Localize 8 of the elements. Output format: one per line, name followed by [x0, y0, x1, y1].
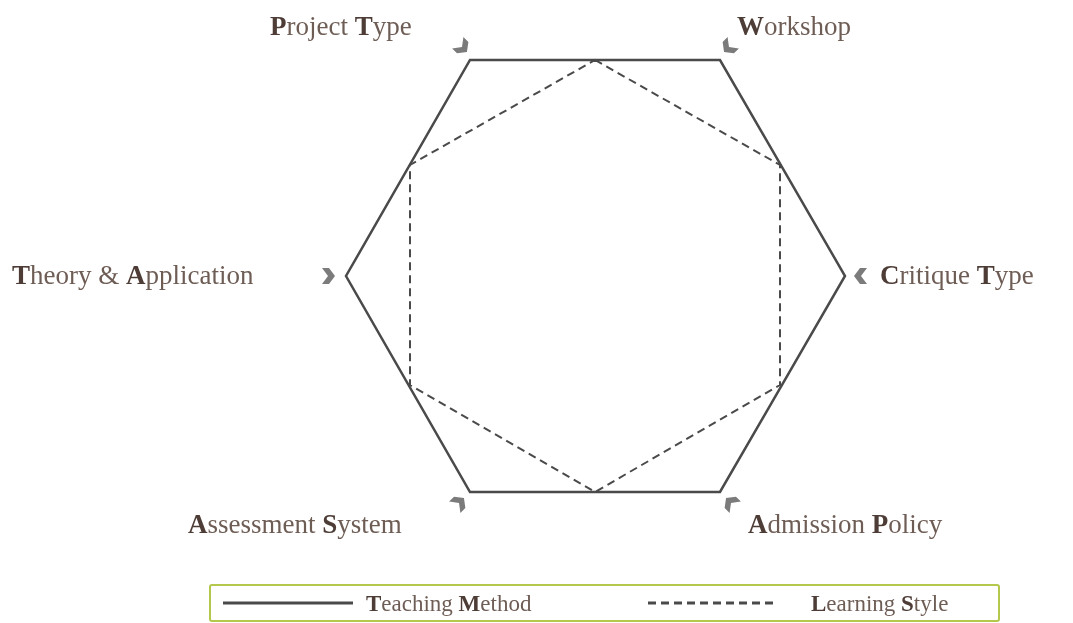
- vertex-label: Theory & Application: [12, 262, 254, 289]
- legend-text: Learning Style: [811, 592, 949, 615]
- vertex-label: Critique Type: [880, 262, 1034, 289]
- vertex-label: Workshop: [737, 13, 851, 40]
- vertex-label: Project Type: [270, 13, 412, 40]
- vertex-label: Assessment System: [188, 511, 402, 538]
- vertex-label: Admission Policy: [748, 511, 943, 538]
- legend-text: Teaching Method: [366, 592, 532, 615]
